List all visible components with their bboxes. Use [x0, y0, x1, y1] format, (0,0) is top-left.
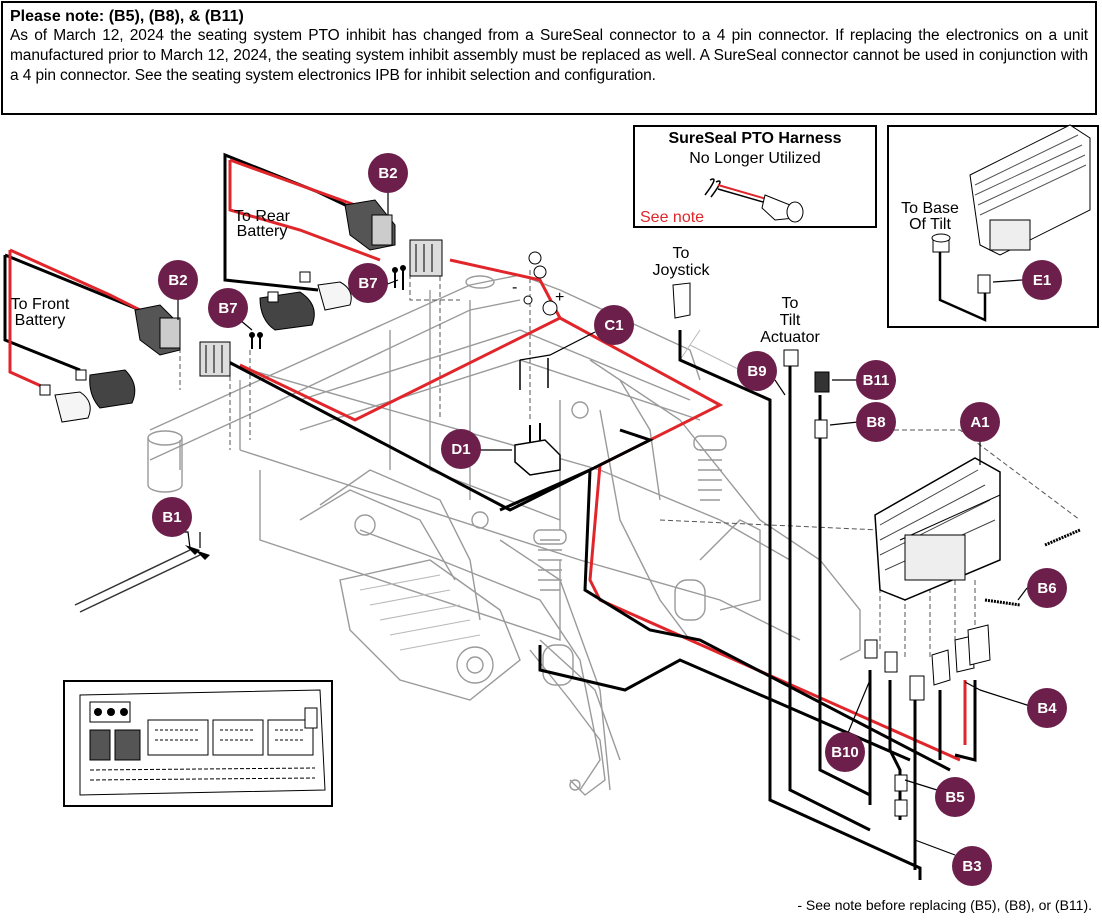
badge-b6: B6 — [1027, 568, 1067, 608]
front-battery-label-2: Battery — [15, 312, 66, 329]
svg-text:B7: B7 — [218, 300, 237, 317]
joystick-label-1: To — [673, 245, 690, 262]
front-battery-label-1: To Front — [11, 296, 70, 313]
controller-inset — [63, 680, 333, 807]
sureseal-see-note: See note — [640, 209, 704, 226]
note-title: Please note: (B5), (B8), & (B11) — [10, 8, 244, 25]
svg-text:E1: E1 — [1033, 272, 1051, 289]
badge-b9: B9 — [737, 351, 777, 391]
badge-b4: B4 — [1027, 688, 1067, 728]
badge-b10: B10 — [825, 732, 865, 772]
svg-text:D1: D1 — [451, 441, 470, 458]
controller-module — [874, 457, 1001, 601]
svg-text:B2: B2 — [378, 165, 397, 182]
note-box: Please note: (B5), (B8), & (B11) As of M… — [1, 1, 1097, 115]
svg-text:B10: B10 — [831, 744, 859, 761]
joystick-label-2: Joystick — [653, 262, 711, 279]
sureseal-inset: SureSeal PTO Harness No Longer Utilized … — [633, 125, 877, 228]
chassis-frame — [147, 274, 861, 796]
svg-text:B7: B7 — [358, 275, 377, 292]
badge-b7-rear: B7 — [348, 263, 388, 303]
svg-text:B2: B2 — [168, 272, 187, 289]
badge-a1: A1 — [960, 402, 1000, 442]
svg-text:B9: B9 — [747, 363, 766, 380]
svg-text:B4: B4 — [1037, 700, 1057, 717]
dashed-leaders — [179, 250, 1081, 660]
mounting-screws — [984, 528, 1081, 607]
badge-b1: B1 — [152, 497, 192, 537]
svg-text:B6: B6 — [1037, 580, 1056, 597]
tilt-inset-label-1: To Base — [901, 200, 959, 217]
badge-d1: D1 — [441, 429, 481, 469]
svg-text:B1: B1 — [162, 509, 181, 526]
svg-text:B8: B8 — [866, 414, 885, 431]
footer-note: - See note before replacing (B5), (B8), … — [797, 897, 1092, 913]
tie-wraps — [74, 545, 210, 613]
sureseal-title: SureSeal PTO Harness — [668, 130, 841, 147]
svg-text:B11: B11 — [863, 372, 890, 389]
badge-b2-rear: B2 — [368, 153, 408, 193]
callout-leaders — [172, 188, 1031, 856]
svg-text:B5: B5 — [945, 789, 964, 806]
tilt-label-2: Tilt — [780, 312, 801, 329]
svg-text:-: - — [512, 279, 517, 296]
front-battery-connector — [134, 304, 231, 377]
svg-text:C1: C1 — [604, 317, 623, 334]
spring-right — [693, 435, 727, 501]
screws-b7 — [249, 265, 406, 349]
svg-text:A1: A1 — [970, 414, 989, 431]
tilt-label-1: To — [782, 295, 799, 312]
badge-b3: B3 — [952, 846, 992, 886]
rear-battery-label-1: To Rear — [234, 208, 291, 225]
controller-connectors — [864, 624, 991, 817]
drive-motor — [339, 559, 521, 701]
circuit-breaker — [514, 358, 561, 476]
tilt-inset-label-2: Of Tilt — [909, 216, 951, 233]
front-battery-terminals — [39, 369, 136, 423]
badge-b5: B5 — [935, 777, 975, 817]
badge-b7-front: B7 — [208, 288, 248, 328]
rear-battery-connector — [344, 199, 443, 277]
tilt-label-3: Actuator — [760, 329, 820, 346]
rear-battery-terminals — [259, 271, 352, 331]
spring-left — [533, 529, 567, 591]
svg-text:+: + — [555, 289, 564, 306]
badge-c1: C1 — [594, 305, 634, 345]
battery-cables — [3, 152, 961, 772]
badge-b2-front: B2 — [158, 260, 198, 300]
controller-harnesses — [678, 330, 977, 880]
badge-b8: B8 — [856, 402, 896, 442]
tilt-inset: To Base Of Tilt — [887, 124, 1099, 328]
badge-b11: B11 — [856, 360, 896, 400]
terminal-nuts: + - — [512, 251, 564, 316]
svg-text:B3: B3 — [962, 858, 981, 875]
note-body: As of March 12, 2024 the seating system … — [10, 27, 1088, 84]
inhibit-connectors — [672, 282, 830, 439]
badge-e1: E1 — [1022, 260, 1062, 300]
rear-battery-label-2: Battery — [237, 223, 288, 240]
sureseal-subtitle: No Longer Utilized — [689, 150, 821, 167]
